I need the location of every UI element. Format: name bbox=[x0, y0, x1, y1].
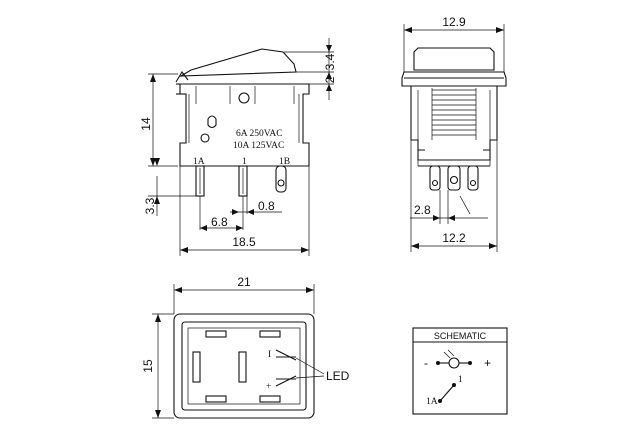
side-pin-left bbox=[429, 165, 441, 191]
ul-logo-icon bbox=[207, 115, 217, 129]
pin-1b bbox=[275, 165, 287, 193]
schematic-switch-lever bbox=[439, 384, 455, 402]
slot-top-right bbox=[259, 330, 281, 338]
dim-14: 14 bbox=[139, 117, 153, 131]
led-plus-label: + bbox=[266, 382, 271, 392]
dim-3-3: 3.3 bbox=[143, 197, 157, 214]
dim-18-5: 18.5 bbox=[232, 235, 256, 249]
slot-bottom-right bbox=[259, 395, 281, 403]
schematic-title: SCHEMATIC bbox=[434, 331, 487, 341]
top-outline bbox=[173, 313, 315, 419]
slot-top-left bbox=[205, 330, 227, 338]
front-view: 6A 250VAC 10A 125VAC 1A 1 1B 14 3.3 3.4 … bbox=[139, 38, 337, 256]
side-view: 12.9 2.8 12.2 bbox=[401, 15, 507, 252]
rocker-tip bbox=[175, 71, 189, 83]
dim-2: 2 bbox=[323, 76, 337, 83]
slot-bottom-left bbox=[205, 395, 227, 403]
schematic-plus: + bbox=[484, 356, 491, 370]
dim-21: 21 bbox=[237, 275, 251, 289]
led-upper-icon bbox=[275, 349, 297, 361]
led-minus-label: I bbox=[268, 350, 271, 360]
dim-12-9: 12.9 bbox=[442, 15, 466, 29]
led-window bbox=[238, 92, 250, 104]
dim-12-2: 12.2 bbox=[442, 231, 466, 245]
side-flange bbox=[401, 71, 507, 87]
schematic-minus: - bbox=[424, 356, 428, 370]
slot-mid bbox=[238, 351, 247, 383]
dim-0-8: 0.8 bbox=[258, 199, 275, 213]
schematic-node-1a bbox=[438, 399, 442, 403]
led-lower-icon bbox=[275, 375, 297, 387]
rating-line-2: 10A 125VAC bbox=[233, 141, 284, 151]
schematic-frame bbox=[412, 327, 508, 415]
slot-left bbox=[192, 351, 201, 383]
side-pin-mid bbox=[447, 165, 461, 191]
schematic-led-icon bbox=[448, 357, 460, 369]
dim-6-8: 6.8 bbox=[211, 215, 228, 229]
dim-2-8: 2.8 bbox=[414, 203, 431, 217]
csa-logo-icon bbox=[200, 133, 210, 143]
led-label: LED bbox=[326, 369, 350, 383]
dim-15: 15 bbox=[141, 359, 155, 373]
rating-line-1: 6A 250VAC bbox=[236, 129, 283, 139]
top-view: I + LED 21 15 bbox=[141, 275, 350, 419]
schematic-label-1: 1 bbox=[458, 375, 463, 385]
dim-3-4: 3.4 bbox=[323, 53, 337, 70]
side-hatch bbox=[431, 88, 477, 140]
side-body bbox=[410, 86, 498, 161]
side-pin-right bbox=[467, 165, 479, 191]
bezel-outline bbox=[179, 83, 310, 167]
schematic-box: SCHEMATIC - + 1 1A bbox=[412, 327, 508, 415]
pin-label-1: 1 bbox=[242, 157, 247, 167]
rocker-cap bbox=[178, 48, 297, 77]
side-cap bbox=[413, 47, 495, 71]
schematic-label-1a: 1A bbox=[426, 397, 438, 407]
pin-label-1a: 1A bbox=[193, 157, 205, 167]
pin-label-1b: 1B bbox=[279, 157, 290, 167]
